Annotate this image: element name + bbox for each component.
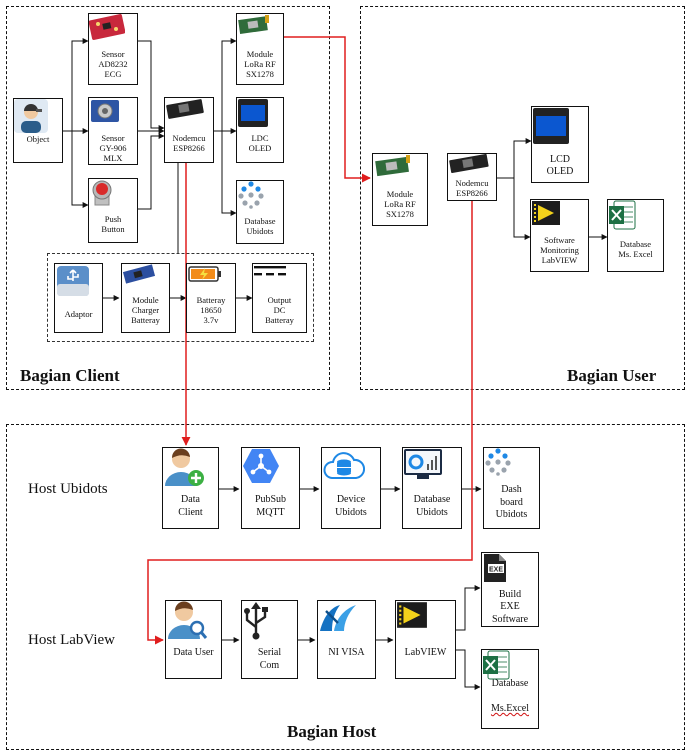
dashboard-ubidots-node: Dash board Ubidots bbox=[483, 447, 540, 529]
data-client-node: Data Client bbox=[162, 447, 219, 529]
output-dc-label: Output DC Batteray bbox=[265, 295, 294, 325]
battery-label: Batteray 18650 3.7v bbox=[196, 295, 226, 325]
svg-text:EXE: EXE bbox=[489, 567, 503, 574]
power-supply-group bbox=[47, 253, 314, 342]
software-monitoring-node: Software Monitoring LabVIEW bbox=[530, 199, 589, 272]
edge-object-ecg bbox=[63, 38, 89, 132]
user-database-excel-node: Database Ms. Excel bbox=[607, 199, 664, 272]
data-client-label: Data Client bbox=[178, 494, 203, 518]
software-monitoring-label: Software Monitoring LabVIEW bbox=[540, 235, 579, 265]
battery-node: Batteray 18650 3.7v bbox=[186, 263, 236, 333]
edge-nodemcu-lora bbox=[214, 38, 237, 132]
object-label: Object bbox=[26, 134, 50, 144]
data-user-node: Data User bbox=[165, 600, 222, 679]
host-database-excel-label: Database Ms.Excel bbox=[491, 666, 529, 729]
output-dc-node: Output DC Batteray bbox=[252, 263, 307, 333]
ni-visa-label: NI VISA bbox=[328, 647, 365, 658]
ldc-oled-node: LDC OLED bbox=[236, 97, 284, 163]
red-link-user-nodemcu-to-datauser bbox=[147, 201, 473, 645]
pubsub-node: PubSub MQTT bbox=[241, 447, 300, 529]
build-exe-node: EXE Build EXE Software bbox=[481, 552, 539, 627]
client-region bbox=[6, 6, 330, 390]
push-button-label: Push Button bbox=[101, 214, 125, 234]
pubsub-label: PubSub MQTT bbox=[254, 494, 287, 518]
edge-button-nodemcu bbox=[138, 133, 165, 210]
ldc-oled-label: LDC OLED bbox=[248, 133, 272, 153]
sensor-mlx-label: Sensor GY-906 MLX bbox=[99, 133, 127, 163]
client-database-ubidots-label: Database Ubidots bbox=[244, 216, 276, 236]
charger-node: Module Charger Batteray bbox=[121, 263, 170, 333]
device-ubidots-node: Device Ubidots bbox=[321, 447, 381, 529]
edge-labview-excel bbox=[456, 649, 481, 690]
build-exe-label: Build EXE Software bbox=[491, 588, 529, 625]
client-lora-node: Module LoRa RF SX1278 bbox=[236, 13, 284, 85]
lcd-oled-node: LCD OLED bbox=[531, 106, 589, 183]
edge-nodemcu-db bbox=[214, 130, 237, 216]
sensor-ecg-node: Sensor AD8232 ECG bbox=[88, 13, 138, 85]
device-ubidots-label: Device Ubidots bbox=[335, 494, 367, 518]
user-nodemcu-label: Nodemcu ESP8266 bbox=[455, 178, 489, 198]
host-database-excel-label-line2: Ms.Excel bbox=[490, 703, 530, 714]
user-region-title: Bagian User bbox=[567, 366, 657, 385]
host-labview-node: LabVIEW bbox=[395, 600, 456, 679]
edge-user-nodemcu-lcd bbox=[497, 138, 532, 179]
host-database-ubidots-label: Database Ubidots bbox=[413, 494, 451, 518]
host-labview-row-label: Host LabView bbox=[28, 632, 115, 648]
host-region-title: Bagian Host bbox=[287, 722, 377, 741]
edge-user-nodemcu-software bbox=[497, 177, 531, 240]
client-nodemcu-label: Nodemcu ESP8266 bbox=[172, 133, 206, 153]
host-region bbox=[6, 424, 685, 750]
host-database-excel-label-line1: Database bbox=[491, 678, 529, 689]
push-button-node: Push Button bbox=[88, 178, 138, 243]
edge-ecg-nodemcu bbox=[138, 40, 165, 131]
user-nodemcu-node: Nodemcu ESP8266 bbox=[447, 153, 497, 201]
serial-com-node: Serial Com bbox=[241, 600, 298, 679]
red-link-lora-to-user-lora bbox=[283, 36, 371, 183]
edge-labview-exe bbox=[456, 585, 481, 631]
user-database-excel-label: Database Ms. Excel bbox=[618, 239, 653, 259]
user-lora-node: Module LoRa RF SX1278 bbox=[372, 153, 428, 226]
adaptor-label: Adaptor bbox=[64, 309, 93, 319]
user-lora-label: Module LoRa RF SX1278 bbox=[384, 189, 416, 219]
sensor-mlx-node: Sensor GY-906 MLX bbox=[88, 97, 138, 165]
edge-object-button bbox=[63, 130, 89, 208]
lcd-oled-label: LCD OLED bbox=[546, 154, 574, 177]
ni-visa-node: NI VISA bbox=[317, 600, 376, 679]
host-database-ubidots-node: Database Ubidots bbox=[402, 447, 462, 529]
host-database-excel-node: Database Ms.Excel bbox=[481, 649, 539, 729]
object-node: Object bbox=[13, 98, 63, 163]
adaptor-node: Adaptor bbox=[54, 263, 103, 333]
user-region bbox=[360, 6, 685, 390]
charger-label: Module Charger Batteray bbox=[131, 295, 160, 325]
host-labview-label: LabVIEW bbox=[404, 647, 447, 658]
serial-com-label: Serial Com bbox=[257, 647, 282, 671]
dashboard-ubidots-label: Dash board Ubidots bbox=[495, 484, 528, 520]
client-nodemcu-node: Nodemcu ESP8266 bbox=[164, 97, 214, 163]
sensor-ecg-label: Sensor AD8232 ECG bbox=[98, 49, 128, 79]
client-database-ubidots-node: Database Ubidots bbox=[236, 180, 284, 244]
client-lora-label: Module LoRa RF SX1278 bbox=[244, 49, 276, 79]
host-ubidots-row-label: Host Ubidots bbox=[28, 481, 108, 497]
client-region-title: Bagian Client bbox=[20, 366, 120, 385]
data-user-label: Data User bbox=[173, 647, 214, 658]
